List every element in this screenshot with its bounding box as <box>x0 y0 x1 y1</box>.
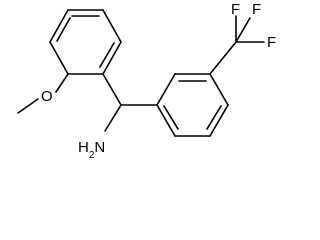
right-benzene-ring <box>156 73 229 137</box>
trifluoromethyl-group <box>209 15 265 75</box>
amine-label: H2N <box>78 139 105 158</box>
left-benzene-ring <box>49 9 122 75</box>
methoxy-group <box>17 73 69 114</box>
chemical-structure-diagram: O H2N F F F <box>17 1 276 158</box>
fluorine-label-top-right: F <box>252 1 261 18</box>
fluorine-label-right: F <box>267 34 276 51</box>
fluorine-label-top-left: F <box>231 1 240 18</box>
central-methine-bonds <box>102 73 158 132</box>
oxygen-label: O <box>41 88 53 105</box>
